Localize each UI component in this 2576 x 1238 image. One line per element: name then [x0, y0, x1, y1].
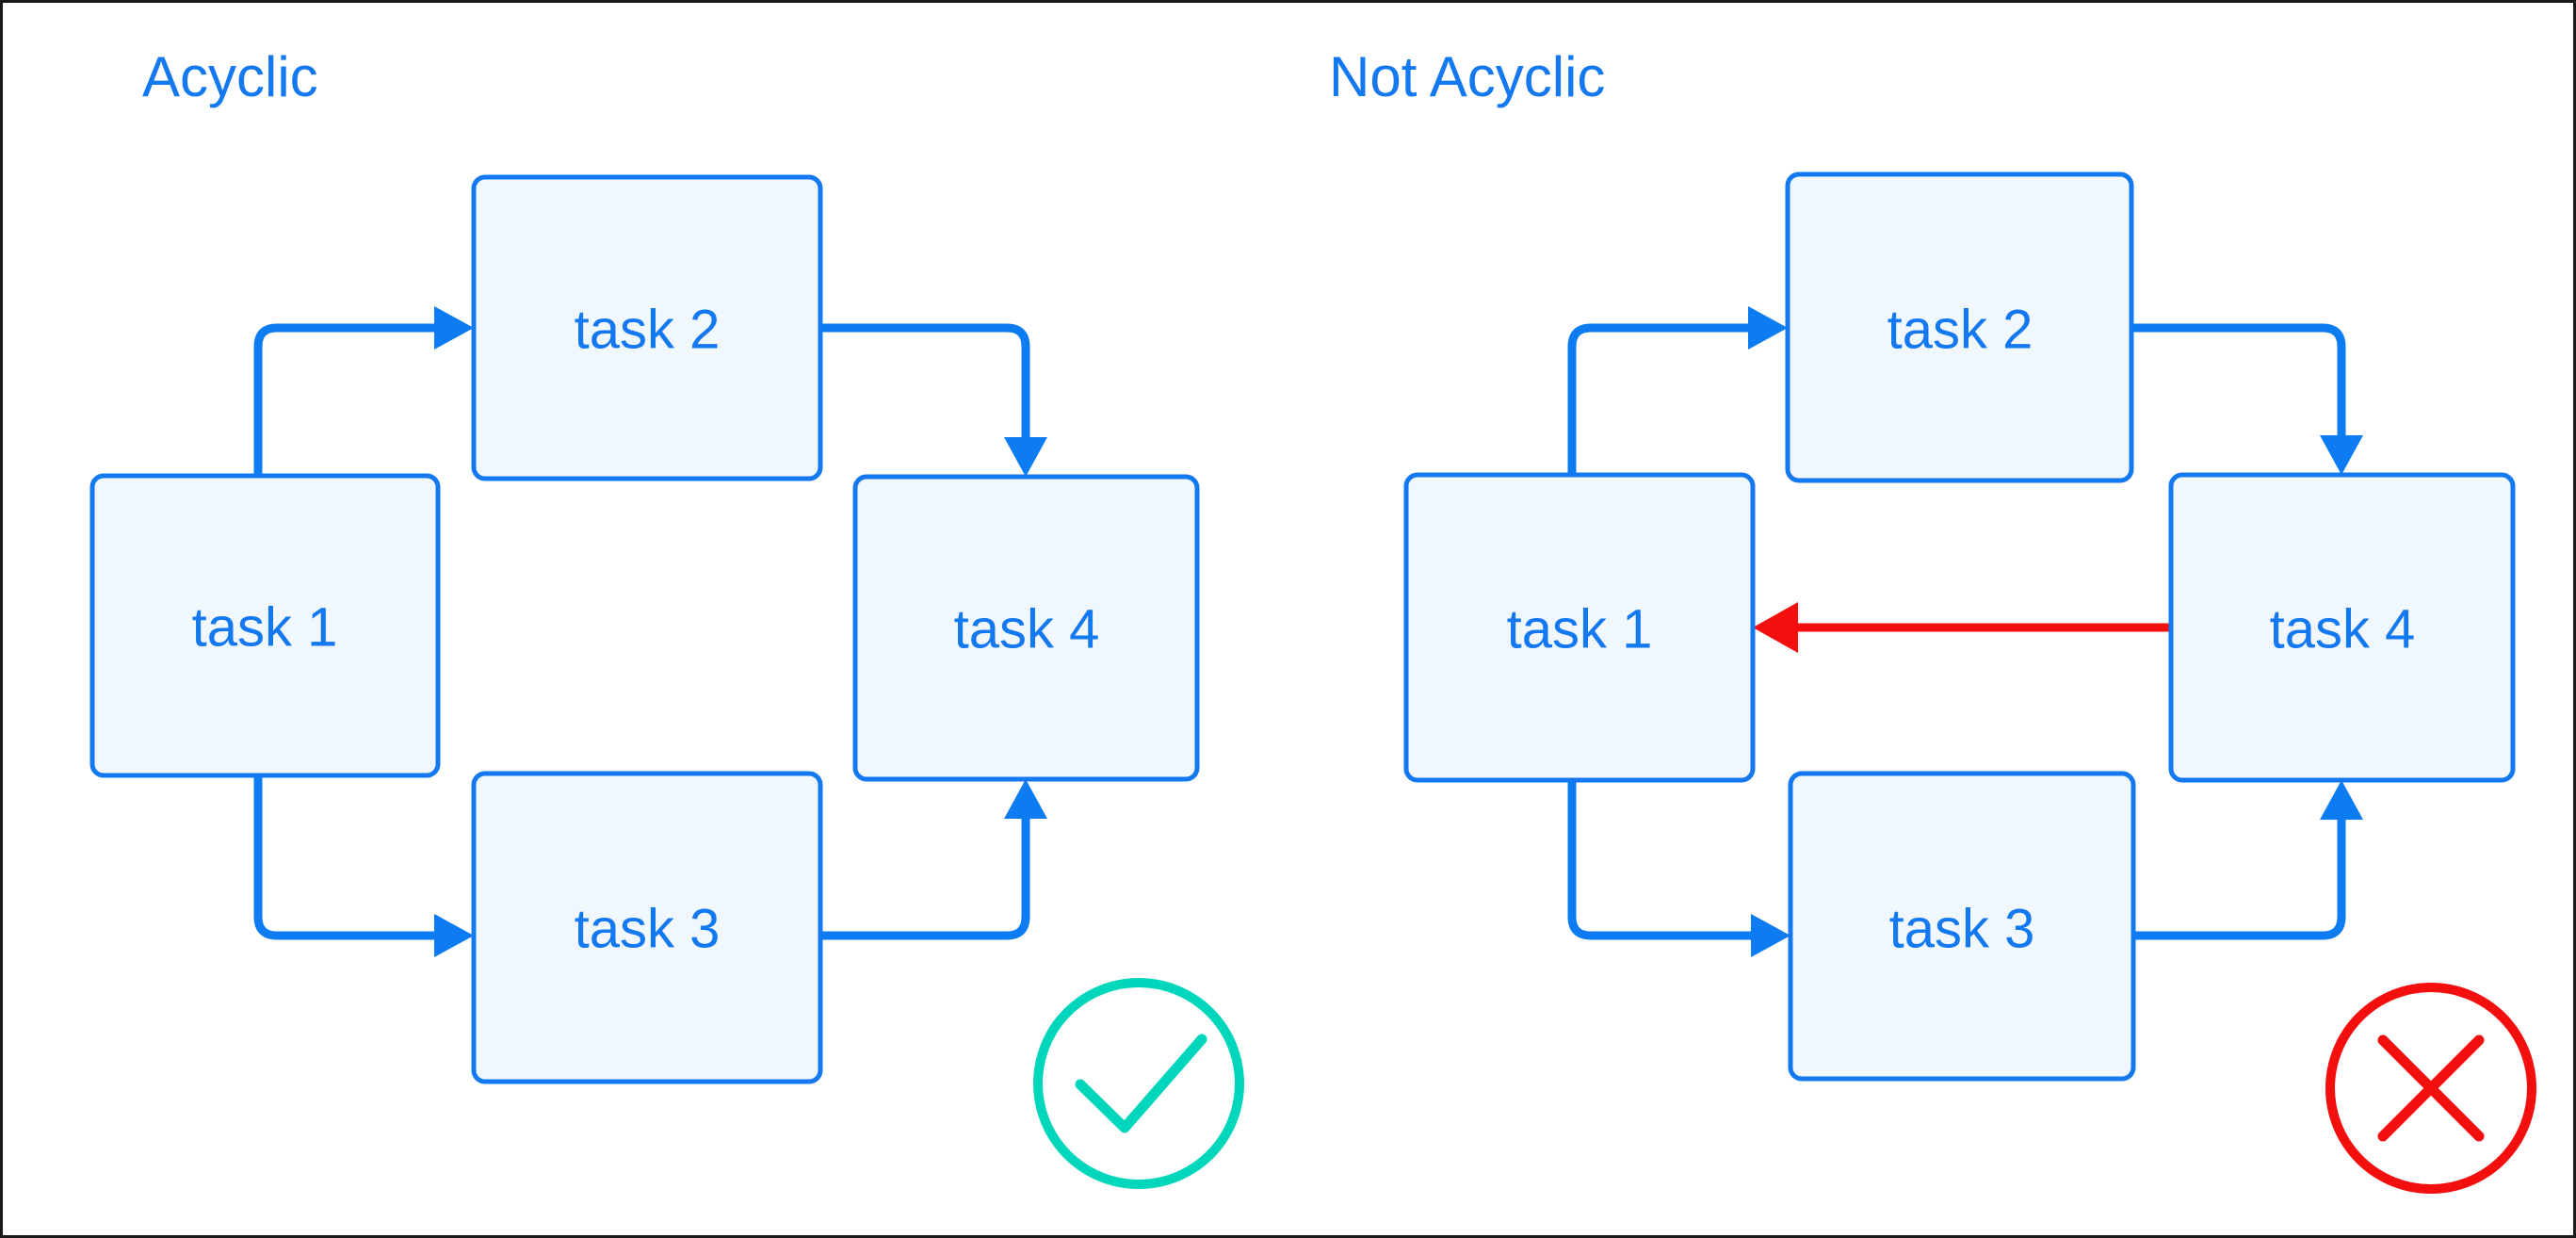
node-task4-left-rect[interactable]	[852, 474, 1200, 782]
edge-task1-to-task2-left	[253, 323, 439, 476]
panel-acyclic: task 1 task 2 task 3 task 4	[89, 174, 1244, 1189]
node-task2-right[interactable]: task 2	[1785, 171, 2134, 483]
arrowhead-task4-to-task1-cycle	[1753, 602, 1798, 653]
node-task2-left-label: task 2	[575, 300, 721, 361]
panel-not-acyclic: task 1 task 2 task 3 task 4	[1403, 171, 2536, 1194]
badge-check-circle-outline	[1033, 978, 1244, 1189]
edge-task1-to-task2-right	[1567, 323, 1753, 475]
arrowhead-task1-to-task2-left	[434, 306, 474, 350]
node-task1-left-rect[interactable]	[89, 473, 441, 778]
node-task3-right[interactable]: task 3	[1788, 771, 2136, 1082]
arrowhead-task1-to-task3-right	[1751, 914, 1790, 957]
node-task2-left-rect[interactable]	[471, 174, 823, 481]
node-task2-left[interactable]: task 2	[471, 174, 823, 481]
node-task2-right-label: task 2	[1887, 300, 2033, 361]
node-task4-right[interactable]: task 4	[2168, 472, 2516, 783]
node-task1-left[interactable]: task 1	[89, 473, 441, 778]
edge-task1-to-task3-left	[253, 775, 439, 940]
edge-task3-to-task4-right	[2133, 815, 2346, 940]
node-task3-right-label: task 3	[1889, 899, 2035, 960]
node-task4-right-label: task 4	[2270, 599, 2416, 660]
badge-x-circle-icon	[2325, 983, 2536, 1194]
node-task1-right-rect[interactable]	[1403, 472, 1756, 783]
node-task2-right-rect[interactable]	[1785, 171, 2134, 483]
panel-title-acyclic: Acyclic	[142, 45, 318, 108]
badge-x-stroke-2	[2377, 1034, 2485, 1142]
badge-x-circle-outline	[2325, 983, 2536, 1194]
arrowhead-task2-to-task4-right	[2320, 435, 2363, 475]
node-task3-left[interactable]: task 3	[471, 771, 823, 1084]
node-task1-left-label: task 1	[192, 597, 338, 659]
badge-check-circle-icon	[1033, 978, 1244, 1189]
node-task1-right-label: task 1	[1507, 599, 1653, 660]
edge-task3-to-task4-left	[820, 814, 1030, 940]
graph-svg: task 1 task 2 task 3 task 4	[89, 171, 2536, 1194]
arrowhead-task3-to-task4-right	[2320, 780, 2363, 820]
edge-task1-to-task3-right	[1567, 780, 1756, 940]
node-task3-right-rect[interactable]	[1788, 771, 2136, 1082]
edge-task2-to-task4-right	[2131, 323, 2346, 440]
panel-title-not-acyclic: Not Acyclic	[1329, 45, 1606, 108]
arrowhead-task1-to-task3-left	[434, 914, 474, 957]
edge-task2-to-task4-left	[820, 323, 1030, 442]
arrowhead-task2-to-task4-left	[1004, 437, 1047, 477]
node-task1-right[interactable]: task 1	[1403, 472, 1756, 783]
node-task4-right-rect[interactable]	[2168, 472, 2516, 783]
node-task4-left-label: task 4	[954, 599, 1100, 660]
node-task3-left-label: task 3	[575, 899, 721, 960]
arrowhead-task1-to-task2-right	[1748, 306, 1788, 350]
badge-check-mark	[1075, 1034, 1207, 1133]
arrowhead-task3-to-task4-left	[1004, 779, 1047, 819]
node-task4-left[interactable]: task 4	[852, 474, 1200, 782]
node-task3-left-rect[interactable]	[471, 771, 823, 1084]
